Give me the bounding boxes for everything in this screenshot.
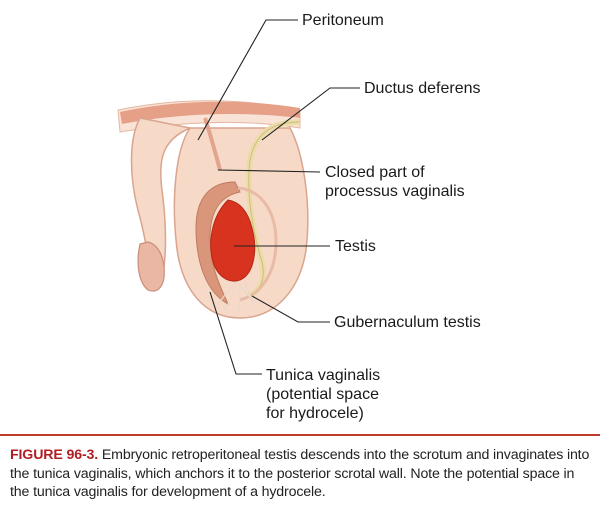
leader-tunica <box>209 291 262 375</box>
label-gubernaculum: Gubernaculum testis <box>334 314 481 331</box>
caption-text: Embryonic retroperitoneal testis descend… <box>10 447 590 500</box>
caption-divider <box>0 434 600 436</box>
leader-peritoneum <box>197 19 298 141</box>
glans <box>137 241 165 292</box>
leader-closed-part <box>217 169 321 173</box>
peritoneum-band <box>120 101 300 124</box>
label-peritoneum: Peritoneum <box>302 12 384 29</box>
leader-gubernaculum <box>251 295 330 323</box>
ductus-deferens-edge <box>247 121 301 297</box>
label-tunica-line3: for hydrocele) <box>266 405 364 422</box>
label-testis: Testis <box>335 238 376 255</box>
label-closed-part-line1: Closed part of <box>325 164 425 181</box>
figure-caption: FIGURE 96-3. Embryonic retroperitoneal t… <box>10 446 595 502</box>
label-tunica-line1: Tunica vaginalis <box>266 367 381 384</box>
leader-ductus-deferens <box>261 87 360 141</box>
gubernaculum-testis <box>217 279 259 313</box>
tunica-vaginalis-inner <box>237 186 278 302</box>
testis <box>210 199 256 282</box>
label-closed-part-line2: processus vaginalis <box>325 183 465 200</box>
processus-vaginalis <box>203 117 222 171</box>
label-tunica-line2: (potential space <box>266 386 379 403</box>
figure-number: FIGURE 96-3. <box>10 447 99 463</box>
label-ductus-deferens: Ductus deferens <box>364 80 481 97</box>
